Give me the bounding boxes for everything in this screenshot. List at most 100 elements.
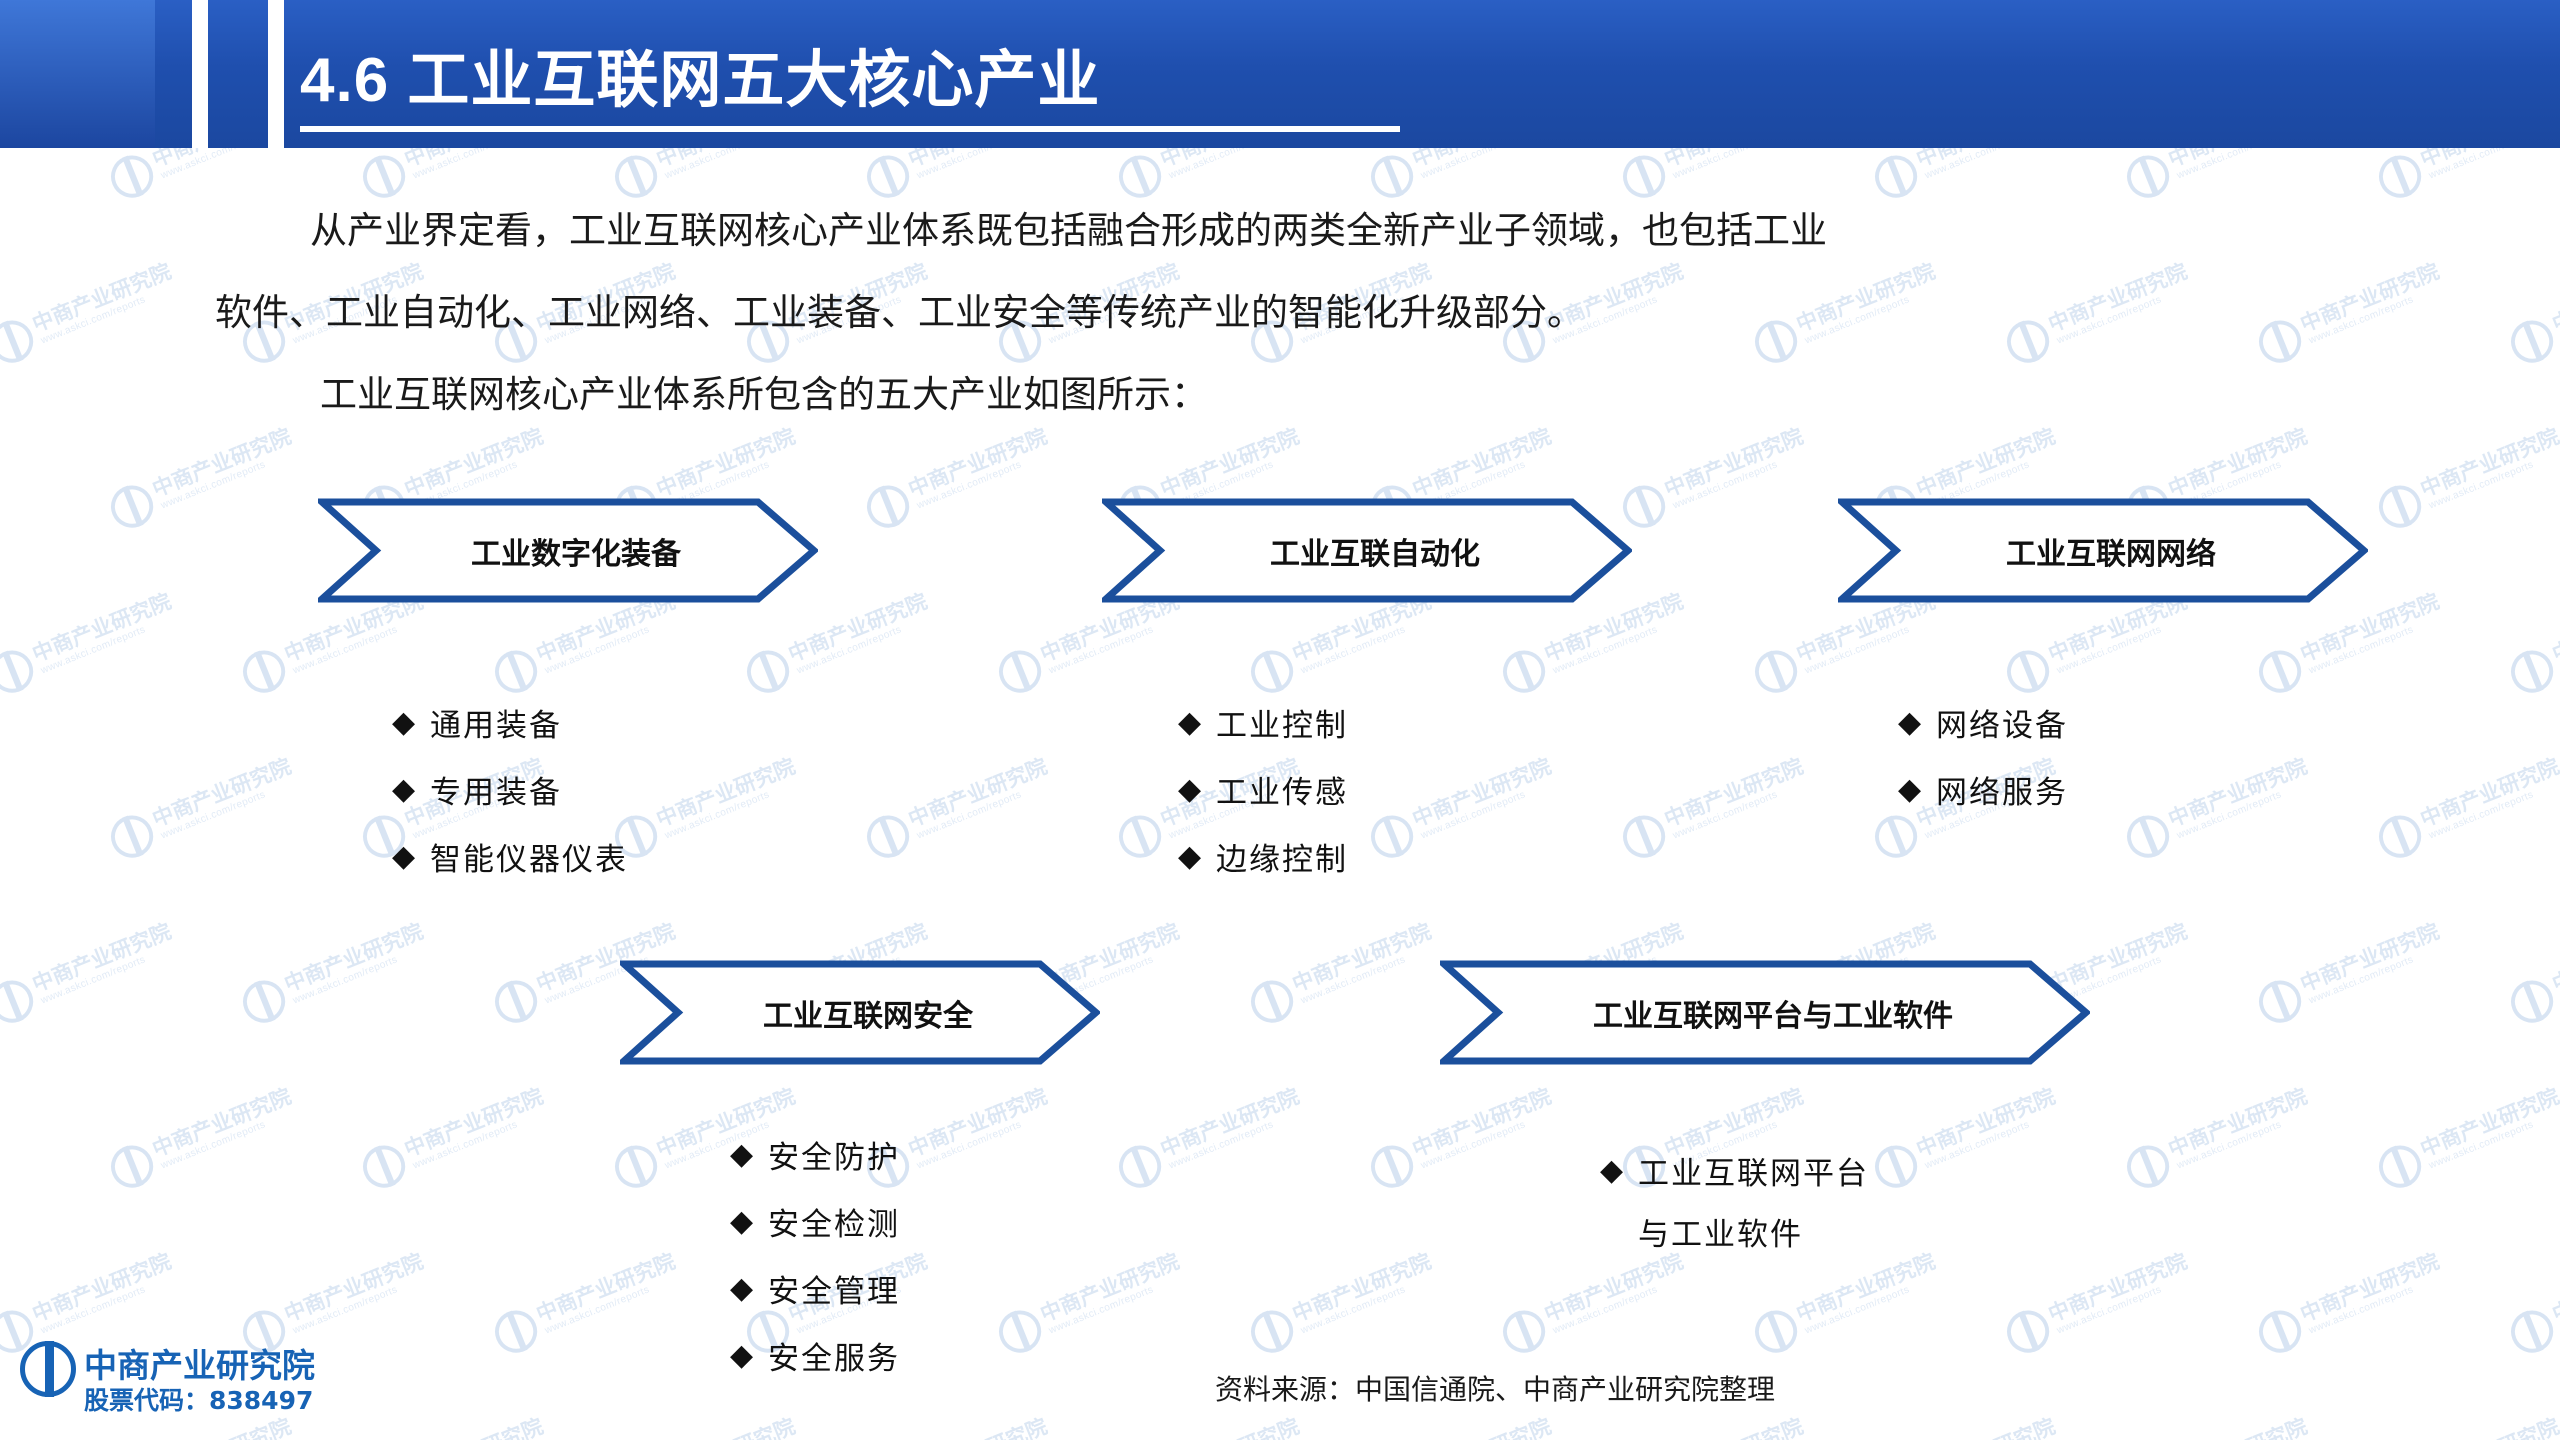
watermark-name: 中商产业研究院 <box>1912 1084 2059 1162</box>
list-item-label: 通用装备 <box>430 708 562 744</box>
watermark-url: www.askci.com/reports <box>914 788 1023 841</box>
watermark-name: 中商产业研究院 <box>148 754 295 832</box>
list-item: ◆ 智能仪器仪表 <box>392 834 628 879</box>
chevron-banner-2: 工业互联自动化 <box>1102 498 1632 603</box>
watermark-url: www.askci.com/reports <box>1550 1283 1659 1336</box>
watermark-name: 中商产业研究院 <box>652 754 799 832</box>
watermark-name: 中商产业研究院 <box>903 1409 1051 1440</box>
watermark-logo-icon <box>2000 314 2056 369</box>
watermark-logo-icon <box>1616 809 1672 864</box>
watermark-name: 中商产业研究院 <box>280 919 427 997</box>
watermark-url: www.askci.com/reports <box>542 1283 651 1336</box>
watermark-logo-icon <box>104 1139 160 1194</box>
chevron-label-5: 工业互联网平台与工业软件 <box>1593 998 1953 1034</box>
watermark-url: www.askci.com/reports <box>1670 788 1779 841</box>
watermark-name: 中商产业研究院 <box>1408 424 1555 502</box>
intro-line-1: 从产业界定看，工业互联网核心产业体系既包括融合形成的两类全新产业子领域，也包括工… <box>310 209 1827 252</box>
watermark-logo-icon <box>1496 1304 1552 1359</box>
diamond-bullet-icon: ◆ <box>1178 771 1202 807</box>
watermark-name: 中商产业研究院 <box>904 1084 1051 1162</box>
watermark-name: 中商产业研究院 <box>1288 1249 1435 1327</box>
chevron-shape-1 <box>318 498 818 603</box>
list-item: ◆ 工业控制 <box>1178 700 1348 745</box>
watermark-logo-icon <box>2504 314 2560 369</box>
chevron-shape-2 <box>1102 498 1632 603</box>
list-item-label: 安全防护 <box>768 1140 900 1176</box>
list-item: ◆ 专用装备 <box>392 767 628 812</box>
watermark-logo-icon <box>1748 314 1804 369</box>
watermark-url: www.askci.com/reports <box>158 788 267 841</box>
watermark-url: www.askci.com/reports <box>1670 458 1779 511</box>
watermark-logo-icon <box>740 644 796 699</box>
watermark-logo-icon <box>2252 974 2308 1029</box>
watermark-logo-icon <box>1244 644 1300 699</box>
watermark-url: www.askci.com/reports <box>38 1283 147 1336</box>
watermark-name: 中商产业研究院 <box>148 1084 295 1162</box>
list-item-label: 智能仪器仪表 <box>430 842 628 878</box>
chevron-label-4: 工业互联网安全 <box>763 998 973 1034</box>
list-item-label: 网络服务 <box>1936 775 2068 811</box>
bullet-list-4: ◆ 安全防护 ◆ 安全检测 ◆ 安全管理 ◆ 安全服务 <box>730 1132 900 1400</box>
watermark-logo-icon <box>1496 644 1552 699</box>
watermark-logo-icon <box>2372 809 2428 864</box>
watermark-url: www.askci.com/reports <box>2426 788 2535 841</box>
watermark-name: 中商产业研究院 <box>2164 424 2311 502</box>
diamond-bullet-icon: ◆ <box>1898 704 1922 740</box>
watermark-logo-icon <box>2120 1139 2176 1194</box>
watermark-name: 中商产业研究院 <box>2044 259 2191 337</box>
list-item-continuation: 与工业软件 <box>1638 1217 1803 1253</box>
watermark-logo-icon <box>2504 644 2560 699</box>
bullet-list-1: ◆ 通用装备 ◆ 专用装备 ◆ 智能仪器仪表 <box>392 700 628 901</box>
watermark-logo-icon <box>860 479 916 534</box>
watermark-logo-icon <box>2372 149 2428 204</box>
watermark-name: 中商产业研究院 <box>2296 259 2443 337</box>
chevron-label-2: 工业互联自动化 <box>1270 536 1480 572</box>
watermark-url: www.askci.com/reports <box>1550 623 1659 676</box>
watermark-logo-icon <box>1244 974 1300 1029</box>
slide-header: 4.6 工业互联网五大核心产业 <box>0 0 2560 148</box>
watermark-logo-icon <box>2372 479 2428 534</box>
watermark-logo-icon <box>608 149 664 204</box>
header-stripe-1 <box>192 0 208 148</box>
watermark-name: 中商产业研究院 <box>28 259 175 337</box>
company-logo-icon <box>20 1341 76 1397</box>
watermark-url: www.askci.com/reports <box>1166 1118 1275 1171</box>
watermark-logo-icon <box>2000 644 2056 699</box>
watermark-url: www.askci.com/reports <box>38 623 147 676</box>
watermark-logo-icon <box>0 644 40 699</box>
watermark-url: www.askci.com/reports <box>2306 623 2415 676</box>
page-title: 4.6 工业互联网五大核心产业 <box>300 46 1101 115</box>
watermark-name: 中商产业研究院 <box>2164 1084 2311 1162</box>
list-item: ◆ 网络设备 <box>1898 700 2068 745</box>
watermark-url: www.askci.com/reports <box>2174 788 2283 841</box>
watermark-logo-icon <box>0 974 40 1029</box>
list-item: ◆ 工业传感 <box>1178 767 1348 812</box>
header-stripe-2 <box>268 0 284 148</box>
list-item-label: 工业控制 <box>1216 708 1348 744</box>
watermark-logo-icon <box>1868 149 1924 204</box>
watermark-name: 中商产业研究院 <box>2416 424 2560 502</box>
list-item: ◆ 安全防护 <box>730 1132 900 1177</box>
chevron-shape-3 <box>1838 498 2368 603</box>
watermark-name: 中商产业研究院 <box>904 424 1051 502</box>
watermark-logo-icon <box>236 974 292 1029</box>
watermark-url: www.askci.com/reports <box>1418 1118 1527 1171</box>
list-item-label: 安全管理 <box>768 1274 900 1310</box>
watermark-url: www.askci.com/reports <box>1298 1283 1407 1336</box>
list-item-label: 工业传感 <box>1216 775 1348 811</box>
watermark-name: 中商产业研究院 <box>1912 424 2059 502</box>
watermark-url: www.askci.com/reports <box>38 293 147 346</box>
watermark-logo-icon <box>488 974 544 1029</box>
